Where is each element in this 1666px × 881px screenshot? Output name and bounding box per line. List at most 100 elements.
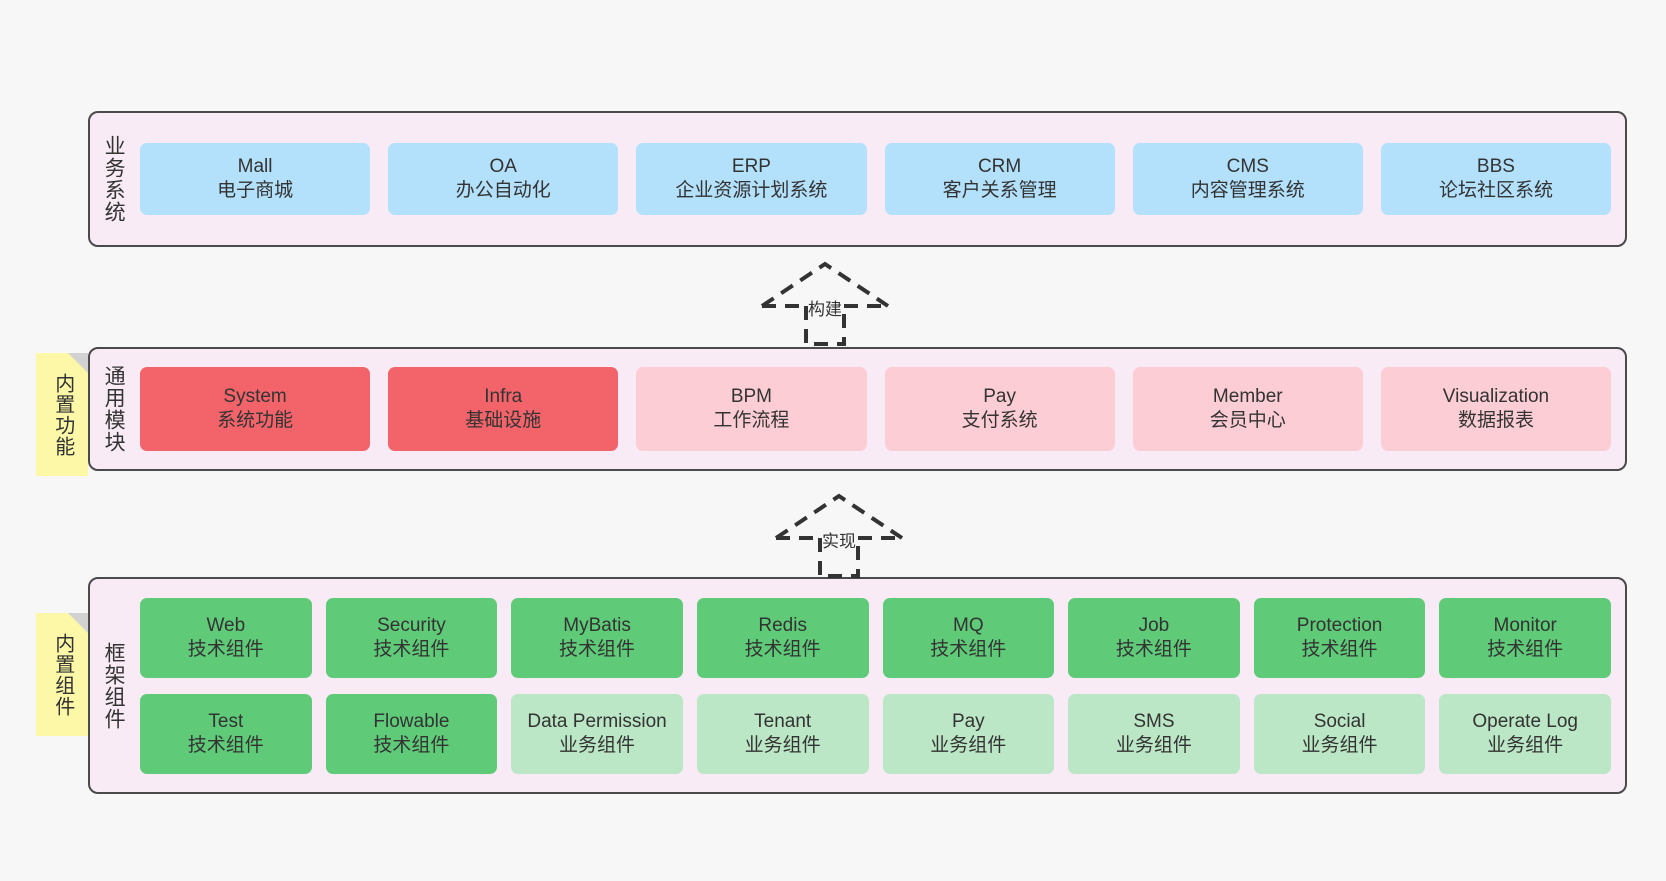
card-title-cn: 业务组件 xyxy=(1301,734,1378,756)
card-title-cn: 企业资源计划系统 xyxy=(675,180,828,201)
card-bbs[interactable]: BBS 论坛社区系统 xyxy=(1380,143,1612,215)
card-security[interactable]: Security 技术组件 xyxy=(325,597,498,678)
card-web[interactable]: Web 技术组件 xyxy=(140,597,312,678)
card-title-cn: 电子商城 xyxy=(217,180,294,201)
card-title-cn: 基础设施 xyxy=(465,410,542,431)
card-title-en: Pay xyxy=(951,710,985,732)
card-title-cn: 客户关系管理 xyxy=(942,180,1057,201)
card-test[interactable]: Test 技术组件 xyxy=(140,693,312,774)
card-title-cn: 业务组件 xyxy=(930,734,1007,756)
card-title-en: Redis xyxy=(758,614,807,636)
card-title-cn: 技术组件 xyxy=(373,734,450,756)
card-erp[interactable]: ERP 企业资源计划系统 xyxy=(636,143,867,215)
card-row: Test 技术组件 Flowable 技术组件 Data Permission … xyxy=(140,693,1611,774)
card-title-cn: 业务组件 xyxy=(559,734,636,756)
card-title-en: SMS xyxy=(1133,710,1175,732)
card-title-en: Operate Log xyxy=(1472,710,1578,732)
card-title-en: Mall xyxy=(237,156,273,178)
card-mall[interactable]: Mall 电子商城 xyxy=(140,143,371,215)
card-data-permission[interactable]: Data Permission 业务组件 xyxy=(511,693,683,774)
card-title-cn: 技术组件 xyxy=(744,638,821,660)
layer-body-general-module: System 系统功能 Infra 基础设施 BPM 工作流程 Pay 支付系统… xyxy=(136,349,1625,469)
card-job[interactable]: Job 技术组件 xyxy=(1068,597,1240,678)
card-title-cn: 技术组件 xyxy=(187,734,264,756)
card-system[interactable]: System 系统功能 xyxy=(140,367,371,451)
card-title-cn: 支付系统 xyxy=(961,410,1038,431)
card-monitor[interactable]: Monitor 技术组件 xyxy=(1439,597,1611,678)
card-title-en: MyBatis xyxy=(563,614,631,636)
connector-label-build: 构建 xyxy=(808,300,842,319)
card-title-en: Visualization xyxy=(1442,386,1550,408)
card-cms[interactable]: CMS 内容管理系统 xyxy=(1132,143,1363,215)
card-pay-module[interactable]: Pay 支付系统 xyxy=(884,367,1115,451)
card-title-cn: 技术组件 xyxy=(187,638,264,660)
card-operate-log[interactable]: Operate Log 业务组件 xyxy=(1439,693,1611,774)
layer-body-framework-component: Web 技术组件 Security 技术组件 MyBatis 技术组件 Redi… xyxy=(136,579,1625,792)
card-redis[interactable]: Redis 技术组件 xyxy=(696,597,869,678)
card-pay-component[interactable]: Pay 业务组件 xyxy=(882,693,1055,774)
note-fold-corner-icon xyxy=(68,353,88,373)
layer-title-business-system: 业务系统 xyxy=(102,135,126,223)
card-social[interactable]: Social 业务组件 xyxy=(1253,693,1426,774)
card-title-en: Social xyxy=(1313,710,1366,732)
card-title-en: Protection xyxy=(1296,614,1383,636)
card-mybatis[interactable]: MyBatis 技术组件 xyxy=(511,597,683,678)
card-sms[interactable]: SMS 业务组件 xyxy=(1068,693,1240,774)
card-infra[interactable]: Infra 基础设施 xyxy=(388,367,619,451)
note-builtin-component: 内置组件 xyxy=(36,613,88,736)
card-title-cn: 技术组件 xyxy=(1301,638,1378,660)
card-row: Web 技术组件 Security 技术组件 MyBatis 技术组件 Redi… xyxy=(140,597,1611,678)
card-tenant[interactable]: Tenant 业务组件 xyxy=(696,693,869,774)
layer-title-general-module: 通用模块 xyxy=(102,365,126,453)
card-title-en: CMS xyxy=(1226,156,1269,178)
card-title-cn: 业务组件 xyxy=(1487,734,1564,756)
card-title-cn: 技术组件 xyxy=(1487,638,1564,660)
card-title-cn: 论坛社区系统 xyxy=(1438,180,1553,201)
card-title-cn: 业务组件 xyxy=(1115,734,1192,756)
card-mq[interactable]: MQ 技术组件 xyxy=(882,597,1055,678)
card-title-en: BBS xyxy=(1476,156,1515,178)
note-text: 内置功能 xyxy=(51,372,74,457)
card-title-cn: 工作流程 xyxy=(713,410,790,431)
card-title-cn: 数据报表 xyxy=(1457,410,1534,431)
card-title-cn: 系统功能 xyxy=(217,410,294,431)
card-title-cn: 业务组件 xyxy=(744,734,821,756)
card-title-en: Flowable xyxy=(373,710,450,732)
card-title-cn: 会员中心 xyxy=(1209,410,1286,431)
card-bpm[interactable]: BPM 工作流程 xyxy=(636,367,867,451)
card-title-en: System xyxy=(223,386,287,408)
card-title-en: MQ xyxy=(953,614,984,636)
layer-framework-component: 框架组件 Web 技术组件 Security 技术组件 MyBatis 技术组件… xyxy=(88,577,1627,794)
card-title-en: Monitor xyxy=(1493,614,1557,636)
card-title-en: Web xyxy=(206,614,246,636)
card-title-en: Job xyxy=(1138,614,1170,636)
card-title-en: Pay xyxy=(983,386,1016,408)
card-title-en: CRM xyxy=(977,156,1022,178)
layer-body-business-system: Mall 电子商城 OA 办公自动化 ERP 企业资源计划系统 CRM 客户关系… xyxy=(136,113,1625,245)
card-title-en: Test xyxy=(208,710,244,732)
card-title-cn: 内容管理系统 xyxy=(1190,180,1305,201)
card-title-cn: 技术组件 xyxy=(559,638,636,660)
card-title-en: Tenant xyxy=(754,710,812,732)
layer-business-system: 业务系统 Mall 电子商城 OA 办公自动化 ERP 企业资源计划系统 CRM… xyxy=(88,111,1627,247)
card-title-en: ERP xyxy=(731,156,771,178)
card-row: System 系统功能 Infra 基础设施 BPM 工作流程 Pay 支付系统… xyxy=(140,367,1612,451)
note-builtin-function: 内置功能 xyxy=(36,353,88,476)
card-protection[interactable]: Protection 技术组件 xyxy=(1253,597,1426,678)
card-crm[interactable]: CRM 客户关系管理 xyxy=(884,143,1115,215)
card-title-en: Member xyxy=(1212,386,1283,408)
note-text: 内置组件 xyxy=(51,632,74,717)
card-visualization[interactable]: Visualization 数据报表 xyxy=(1380,367,1612,451)
card-title-cn: 办公自动化 xyxy=(455,180,551,201)
connector-implement-arrow xyxy=(774,493,904,578)
card-flowable[interactable]: Flowable 技术组件 xyxy=(325,693,498,774)
card-title-en: Data Permission xyxy=(527,710,667,732)
card-oa[interactable]: OA 办公自动化 xyxy=(388,143,619,215)
card-title-en: OA xyxy=(489,156,517,178)
note-fold-corner-icon xyxy=(68,613,88,633)
card-title-en: Infra xyxy=(484,386,523,408)
card-title-en: Security xyxy=(377,614,446,636)
card-member[interactable]: Member 会员中心 xyxy=(1132,367,1363,451)
connector-label-implement: 实现 xyxy=(822,532,856,551)
